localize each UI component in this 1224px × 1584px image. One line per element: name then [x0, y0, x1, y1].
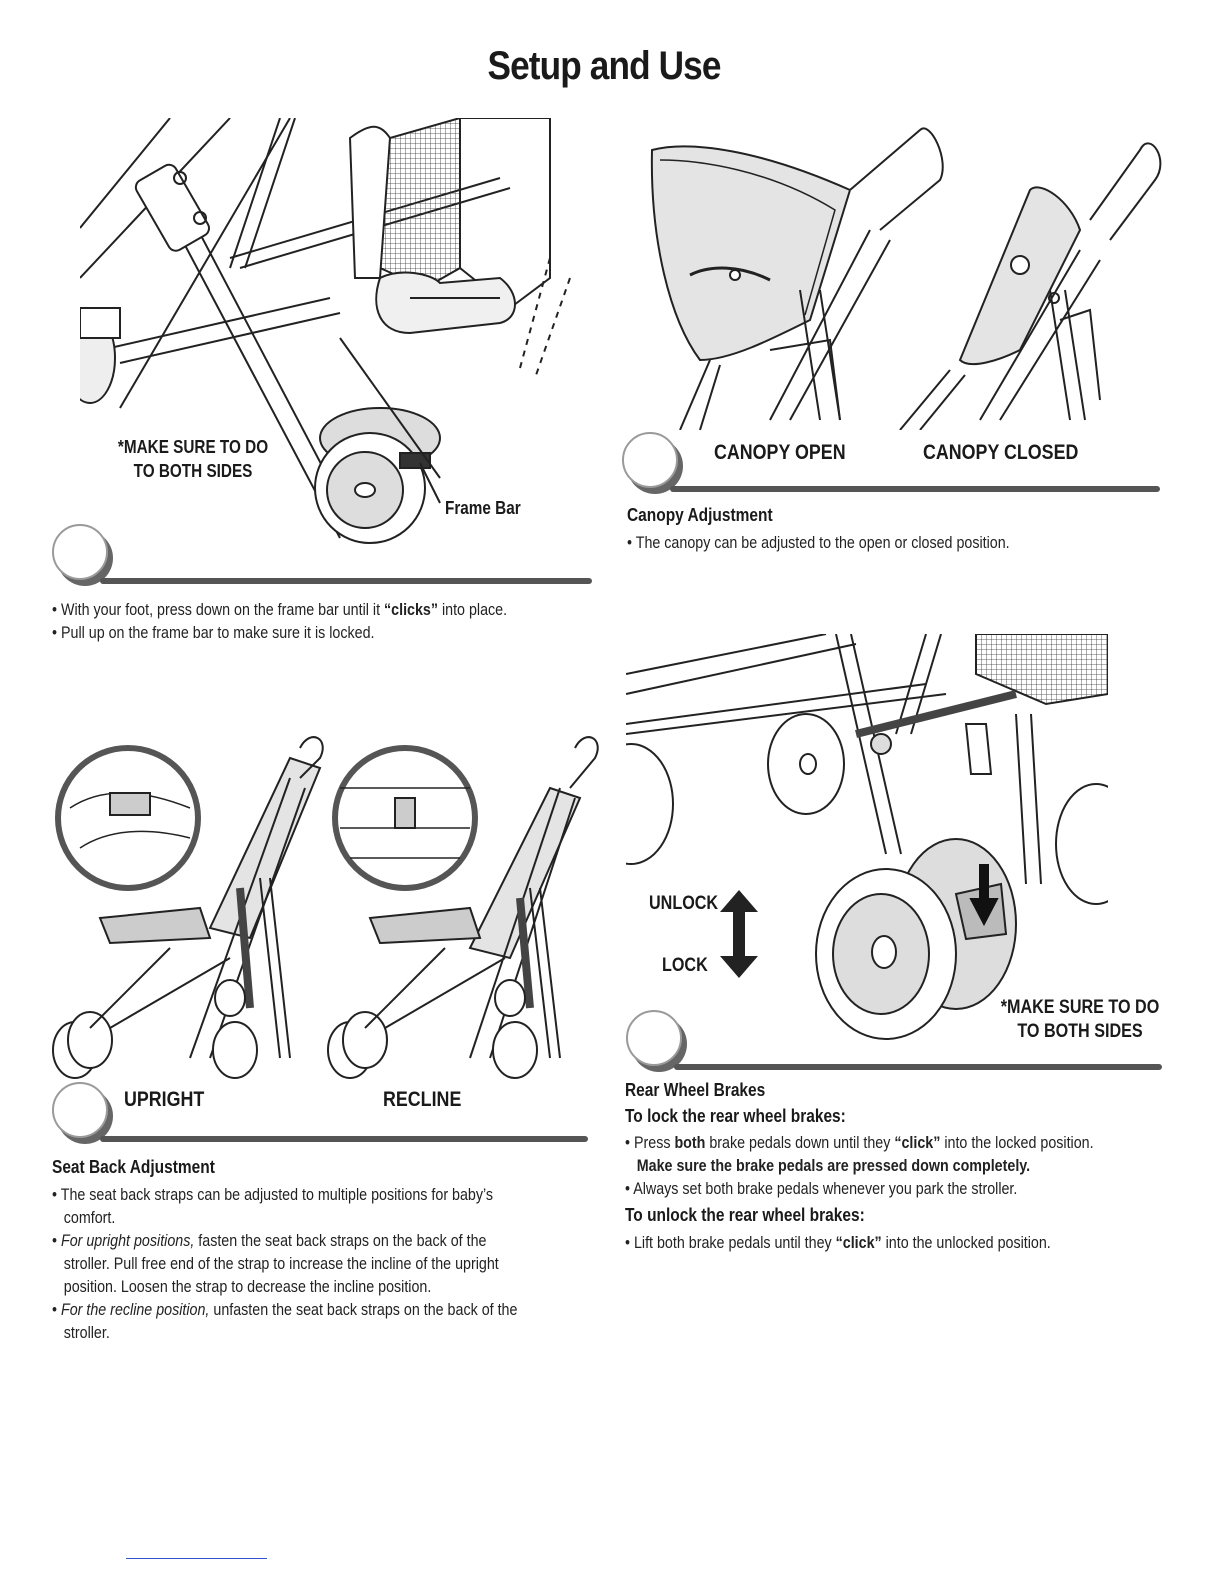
rear-brake-illustration — [626, 634, 1108, 1040]
seat-heading: Seat Back Adjustment — [52, 1157, 215, 1177]
canopy-heading: Canopy Adjustment — [627, 505, 773, 525]
step-circle — [52, 1082, 108, 1138]
seat-back-illustration — [50, 728, 600, 1083]
unlock-instructions: • Lift both brake pedals until they “cli… — [625, 1231, 1163, 1254]
frame-instructions: • With your foot, press down on the fram… — [52, 598, 573, 644]
step-circle — [626, 1010, 682, 1066]
page-title: Setup and Use — [487, 44, 721, 88]
lock-bullet-1: • Press both brake pedals down until the… — [625, 1133, 1094, 1175]
lock-instructions: • Press both brake pedals down until the… — [625, 1131, 1163, 1200]
brake-both-sides-note: *MAKE SURE TO DO TO BOTH SIDES — [1000, 997, 1160, 1042]
canopy-instructions: • The canopy can be adjusted to the open… — [627, 531, 1097, 554]
frame-step-bar — [52, 524, 592, 584]
canopy-illustration — [620, 120, 1165, 430]
canopy-closed-label: CANOPY CLOSED — [923, 441, 1079, 464]
recline-label: RECLINE — [383, 1088, 462, 1111]
footer-divider — [126, 1558, 267, 1559]
unlock-label: UNLOCK — [649, 893, 719, 914]
frame-bullet-1: • With your foot, press down on the fram… — [52, 600, 508, 619]
lock-heading: To lock the rear wheel brakes: — [625, 1106, 846, 1126]
canopy-bullet-1: • The canopy can be adjusted to the open… — [627, 533, 1010, 552]
unlock-bullet-1: • Lift both brake pedals until they “cli… — [625, 1233, 1051, 1252]
seat-step-bar — [52, 1082, 588, 1142]
frame-bar-illustration — [80, 118, 600, 548]
step-circle — [622, 432, 678, 488]
step-divider — [674, 1064, 1162, 1070]
frame-bar-label: Frame Bar — [445, 498, 521, 518]
brake-step-bar — [626, 1010, 1162, 1070]
frame-both-sides-note: *MAKE SURE TO DO TO BOTH SIDES — [117, 437, 269, 481]
seat-bullet-3: • For the recline position, unfasten the… — [52, 1300, 518, 1342]
lock-label: LOCK — [662, 955, 708, 976]
upright-label: UPRIGHT — [124, 1088, 205, 1111]
brake-heading: Rear Wheel Brakes — [625, 1080, 766, 1100]
seat-bullet-1: • The seat back straps can be adjusted t… — [52, 1185, 494, 1227]
canopy-step-bar — [622, 432, 1160, 492]
seat-instructions: • The seat back straps can be adjusted t… — [52, 1183, 522, 1344]
seat-bullet-2: • For upright positions, fasten the seat… — [52, 1231, 499, 1296]
step-divider — [100, 578, 592, 584]
step-divider — [670, 486, 1160, 492]
unlock-heading: To unlock the rear wheel brakes: — [625, 1205, 865, 1225]
unlock-lock-arrow-icon — [720, 890, 758, 978]
step-divider — [100, 1136, 588, 1142]
frame-bullet-2: • Pull up on the frame bar to make sure … — [52, 623, 375, 642]
canopy-open-label: CANOPY OPEN — [714, 441, 846, 464]
lock-bullet-2: • Always set both brake pedals whenever … — [625, 1179, 1018, 1198]
step-circle — [52, 524, 108, 580]
